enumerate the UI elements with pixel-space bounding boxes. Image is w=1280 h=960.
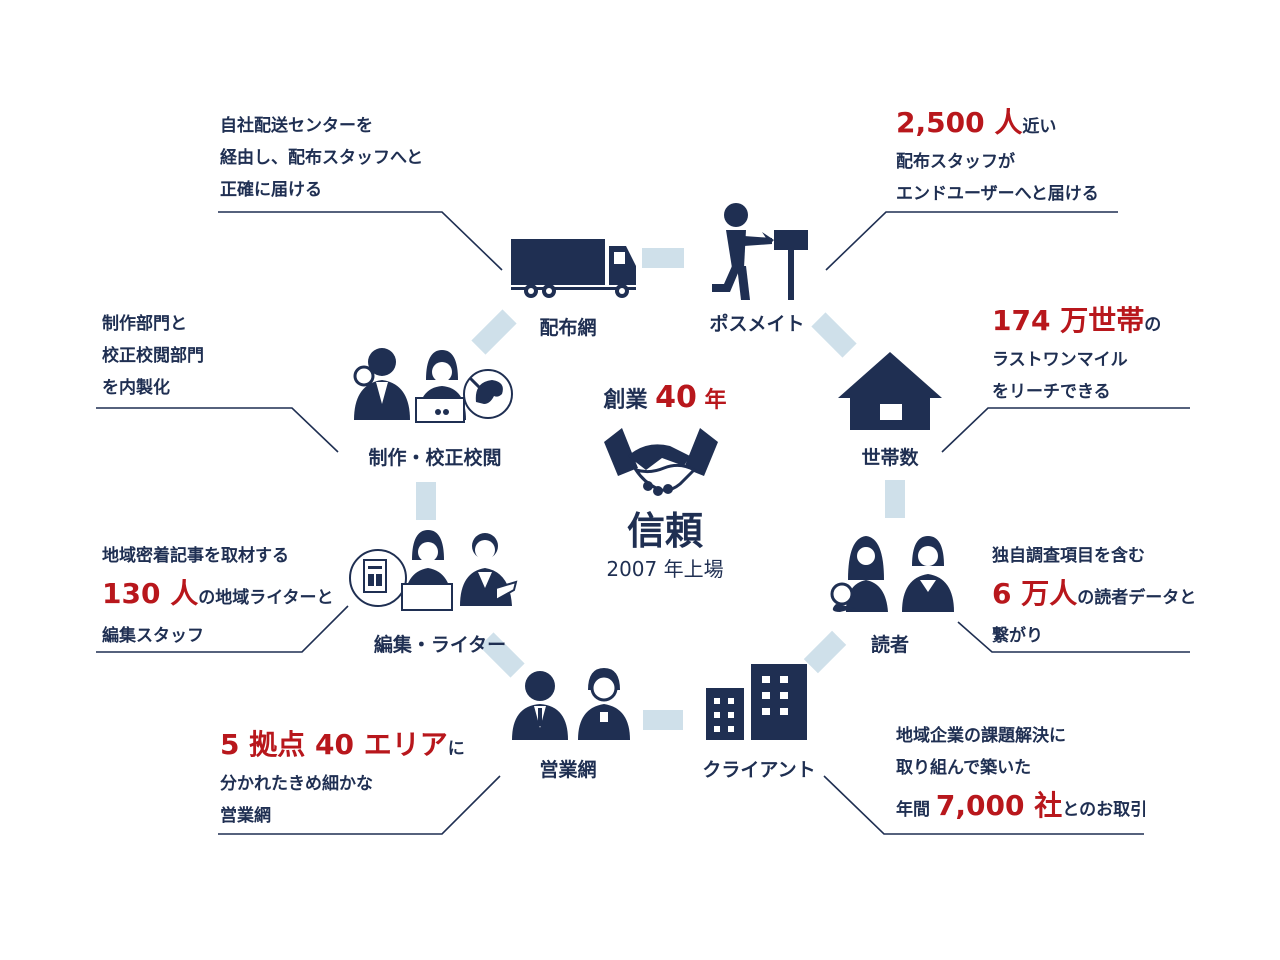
callout-line-delivery bbox=[218, 211, 503, 271]
desc-text: の地域ライターと bbox=[198, 588, 334, 608]
desc-line: 編集スタッフ bbox=[102, 626, 204, 646]
desc-line: エンドユーザーへと届ける bbox=[896, 184, 1099, 204]
desc-text: の bbox=[1144, 315, 1162, 335]
callout-line-posmate bbox=[825, 211, 1118, 271]
desc-line: 取り組んで築いた bbox=[896, 758, 1032, 778]
desc-line: 正確に届ける bbox=[220, 180, 322, 200]
desc-line: 自社配送センターを bbox=[220, 116, 373, 136]
handshake-icon bbox=[604, 428, 718, 496]
desc-line: 独自調査項目を含む bbox=[992, 546, 1145, 566]
desc-line: 繋がり bbox=[992, 626, 1043, 646]
founding-years-unit: 年 bbox=[704, 388, 727, 413]
desc-delivery: 自社配送センターを 経由し、配布スタッフへと 正確に届ける bbox=[220, 110, 423, 206]
sales-bases: 5 拠点 bbox=[220, 728, 315, 761]
buildings-icon bbox=[706, 664, 807, 740]
desc-text: に bbox=[447, 739, 465, 759]
desc-line: 地域企業の課題解決に bbox=[896, 726, 1066, 746]
callout-line-households bbox=[941, 407, 1190, 453]
desc-line: ラストワンマイル bbox=[992, 350, 1128, 370]
node-label-delivery-network: 配布網 bbox=[539, 317, 597, 339]
callout-line-sales bbox=[218, 775, 501, 835]
connector-readers-client bbox=[803, 630, 847, 674]
desc-line: 校正校閲部門 bbox=[102, 346, 204, 366]
desc-posmate: 2,500 人近い 配布スタッフが エンドユーザーへと届ける bbox=[896, 104, 1099, 210]
callout-line-client bbox=[823, 775, 1144, 835]
writer-count: 130 人 bbox=[102, 577, 199, 610]
node-label-posmate: ポスメイト bbox=[709, 313, 805, 335]
desc-line: 地域密着記事を取材する bbox=[102, 546, 289, 566]
desc-line: 配布スタッフが bbox=[896, 152, 1015, 172]
truck-icon bbox=[511, 239, 636, 298]
desc-text: 年間 bbox=[896, 800, 936, 820]
production-proofreading-icon bbox=[353, 348, 513, 423]
callout-line-readers bbox=[957, 621, 1190, 653]
node-label-production: 制作・校正校閲 bbox=[368, 447, 502, 469]
desc-client: 地域企業の課題解決に 取り組んで築いた 年間 7,000 社とのお取引 bbox=[896, 720, 1147, 832]
desc-line: を内製化 bbox=[102, 378, 170, 398]
posmate-staff-count: 2,500 人 bbox=[896, 106, 1023, 139]
editing-writer-icon bbox=[349, 530, 518, 611]
founding-years: 創業 40 年 bbox=[560, 380, 770, 415]
desc-production: 制作部門と 校正校閲部門 を内製化 bbox=[102, 308, 204, 404]
callout-line-editing bbox=[96, 605, 349, 653]
desc-readers: 独自調査項目を含む 6 万人の読者データと 繋がり bbox=[992, 540, 1196, 652]
desc-households: 174 万世帯の ラストワンマイル をリーチできる bbox=[992, 302, 1161, 408]
desc-text: とのお取引 bbox=[1062, 800, 1148, 820]
connector-editing-production bbox=[416, 482, 436, 520]
desc-line: をリーチできる bbox=[992, 382, 1111, 402]
household-count: 174 万世帯 bbox=[992, 304, 1145, 337]
desc-line: 営業網 bbox=[220, 806, 271, 826]
node-label-editing: 編集・ライター bbox=[373, 634, 507, 656]
reader-count: 6 万人 bbox=[992, 577, 1078, 610]
posmate-delivery-icon bbox=[712, 203, 808, 300]
node-label-households: 世帯数 bbox=[861, 447, 919, 469]
node-label-sales-network: 営業網 bbox=[539, 759, 597, 781]
connector-households-readers bbox=[885, 480, 905, 518]
desc-sales: 5 拠点 40 エリアに 分かれたきめ細かな 営業網 bbox=[220, 726, 465, 832]
connector-client-sales bbox=[643, 710, 683, 730]
connector-delivery-posmate bbox=[642, 248, 684, 268]
trust-title: 信頼 bbox=[626, 509, 703, 553]
desc-line: 分かれたきめ細かな bbox=[220, 774, 373, 794]
desc-editing: 地域密着記事を取材する 130 人の地域ライターと 編集スタッフ bbox=[102, 540, 334, 652]
readers-icon bbox=[830, 536, 954, 612]
callout-line-production bbox=[96, 407, 339, 453]
founding-label: 創業 bbox=[603, 388, 648, 413]
house-icon bbox=[838, 352, 942, 430]
desc-text: 近い bbox=[1022, 117, 1057, 137]
client-count: 7,000 社 bbox=[935, 789, 1063, 822]
connector-sales-editing bbox=[479, 632, 525, 678]
connector-posmate-households bbox=[811, 312, 857, 358]
desc-line: 制作部門と bbox=[102, 314, 187, 334]
desc-line: 経由し、配布スタッフへと bbox=[220, 148, 424, 168]
sales-staff-icon bbox=[512, 668, 630, 740]
sales-areas: 40 エリア bbox=[314, 728, 448, 761]
node-label-client: クライアント bbox=[702, 759, 816, 781]
listing-year: 2007 年上場 bbox=[606, 557, 724, 581]
connector-production-delivery bbox=[471, 309, 517, 355]
ring-connectors bbox=[416, 248, 905, 730]
callout-lines bbox=[96, 211, 1190, 835]
node-label-readers: 読者 bbox=[870, 634, 909, 656]
founding-years-number: 40 bbox=[655, 380, 697, 415]
desc-text: の読者データと bbox=[1077, 588, 1197, 608]
